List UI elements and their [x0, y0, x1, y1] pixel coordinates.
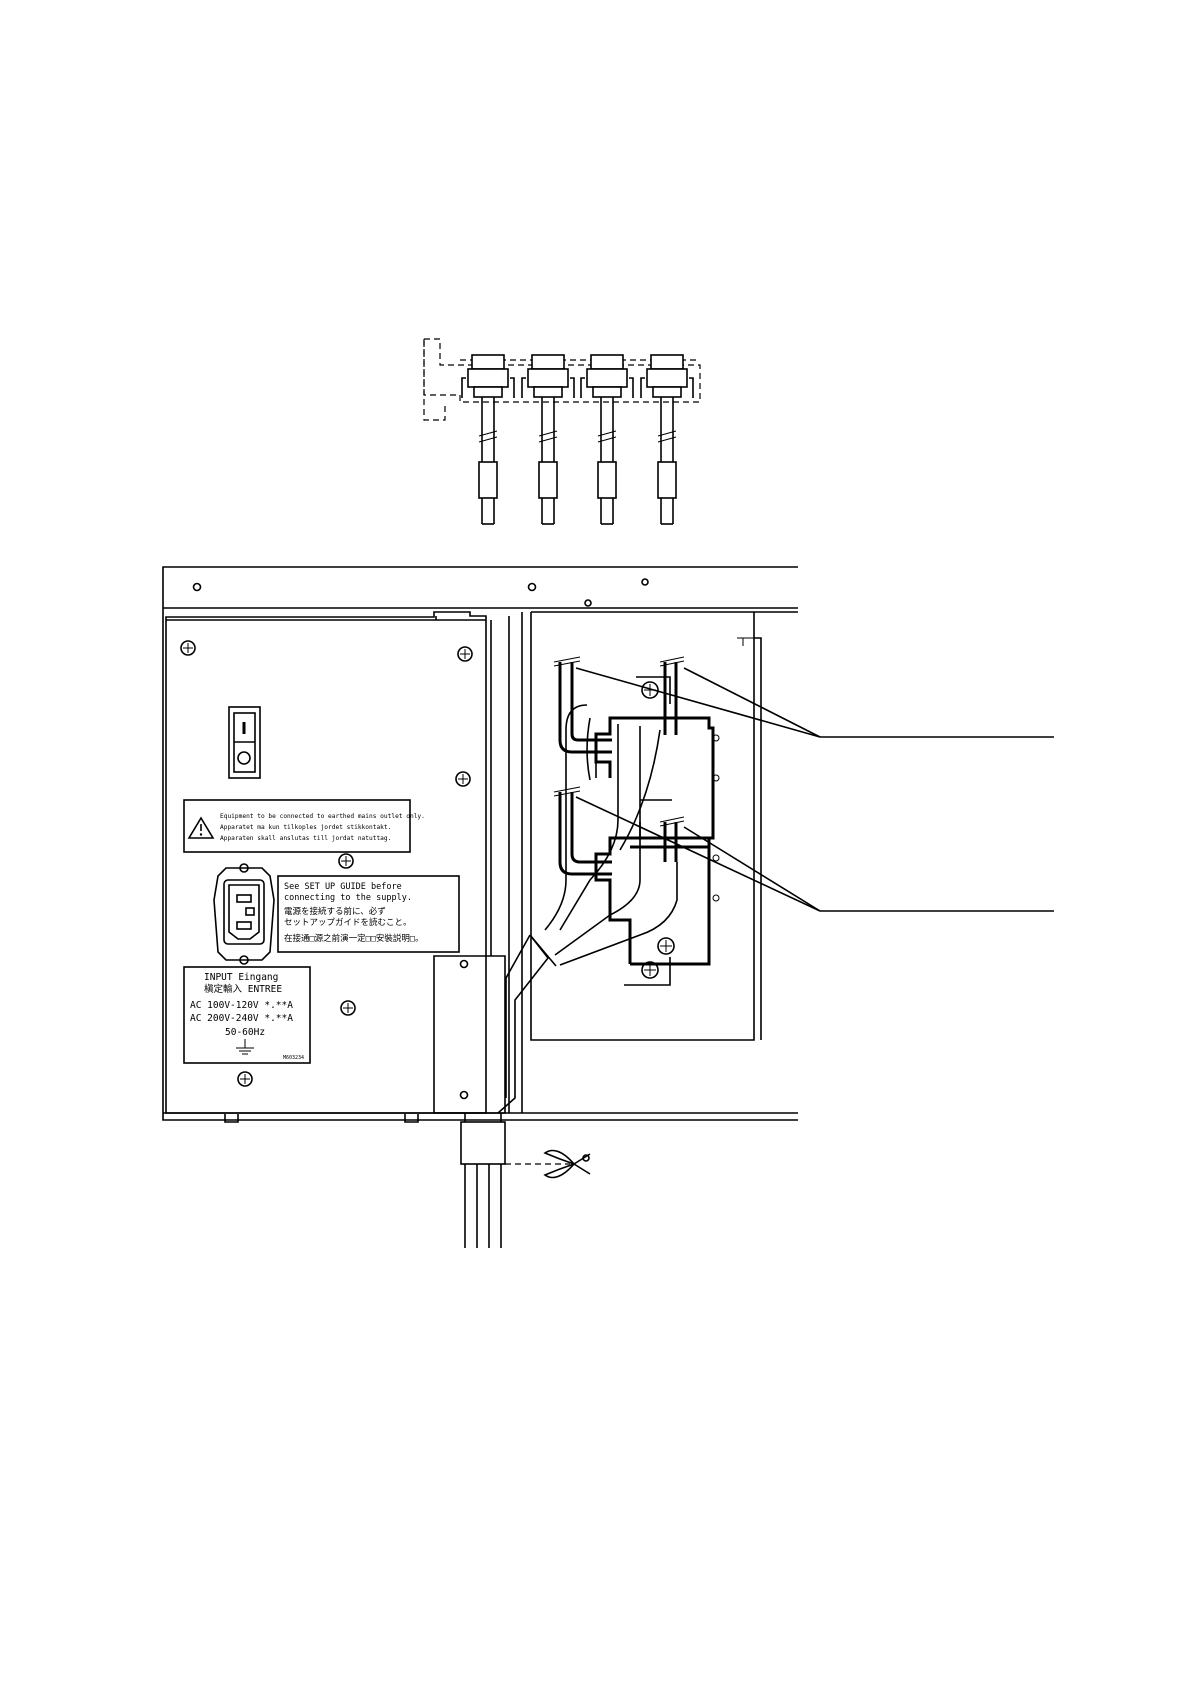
cable-connector [521, 354, 575, 525]
warning-line: Equipment to be connected to earthed mai… [220, 813, 425, 820]
rating-line: 50-60Hz [225, 1027, 265, 1038]
rating-line: AC 200V-240V *.**A [190, 1013, 293, 1024]
screw-icon [180, 640, 196, 656]
warning-triangle-icon [187, 816, 215, 839]
setup-line: 在接通□源之前演一定□□安裝説明□。 [284, 933, 423, 944]
warning-line: Apparatet ma kun tilkoples jordet stikko… [220, 824, 391, 831]
rating-line: 槇定輸入 ENTREE [204, 983, 282, 995]
screw-icon [457, 646, 473, 662]
setup-line: 電源を接続する前に、必ず [284, 906, 386, 917]
power-switch [228, 706, 261, 779]
ground-symbol-icon [236, 1039, 254, 1055]
rating-code: M603234 [283, 1055, 304, 1061]
scissors-icon [543, 1149, 591, 1179]
wire-bundle [544, 656, 685, 966]
setup-line: See SET UP GUIDE before [284, 882, 402, 892]
rating-line: INPUT Eingang [204, 972, 278, 983]
warning-line: Apparaten skall anslutas till jordat nat… [220, 835, 391, 842]
callout-leaders [575, 667, 1054, 912]
setup-line: セットアップガイドを読むこと。 [284, 917, 412, 928]
screw-icon [657, 937, 675, 955]
cable-sleeve [497, 934, 557, 1114]
rating-label: INPUT Eingang 槇定輸入 ENTREE AC 100V-120V *… [183, 966, 311, 1064]
terminal-block [594, 716, 720, 849]
cable-compartment [521, 611, 798, 1113]
screw-icon [340, 1000, 356, 1016]
side-plate [433, 616, 510, 1114]
power-supply-panel [165, 611, 487, 1123]
cable-exit [460, 1113, 570, 1248]
cable-connector [461, 354, 515, 525]
setup-line: connecting to the supply. [284, 893, 412, 903]
ac-inlet [213, 863, 275, 965]
setup-label: See SET UP GUIDE before connecting to th… [277, 875, 460, 953]
warning-label: Equipment to be connected to earthed mai… [183, 799, 425, 853]
rating-line: AC 100V-120V *.**A [190, 1000, 293, 1011]
screw-icon [338, 853, 354, 869]
cable-connector [580, 354, 634, 525]
screw-icon [455, 771, 471, 787]
screw-icon [641, 961, 659, 979]
cable-connector [640, 354, 694, 525]
screw-icon [237, 1071, 253, 1087]
